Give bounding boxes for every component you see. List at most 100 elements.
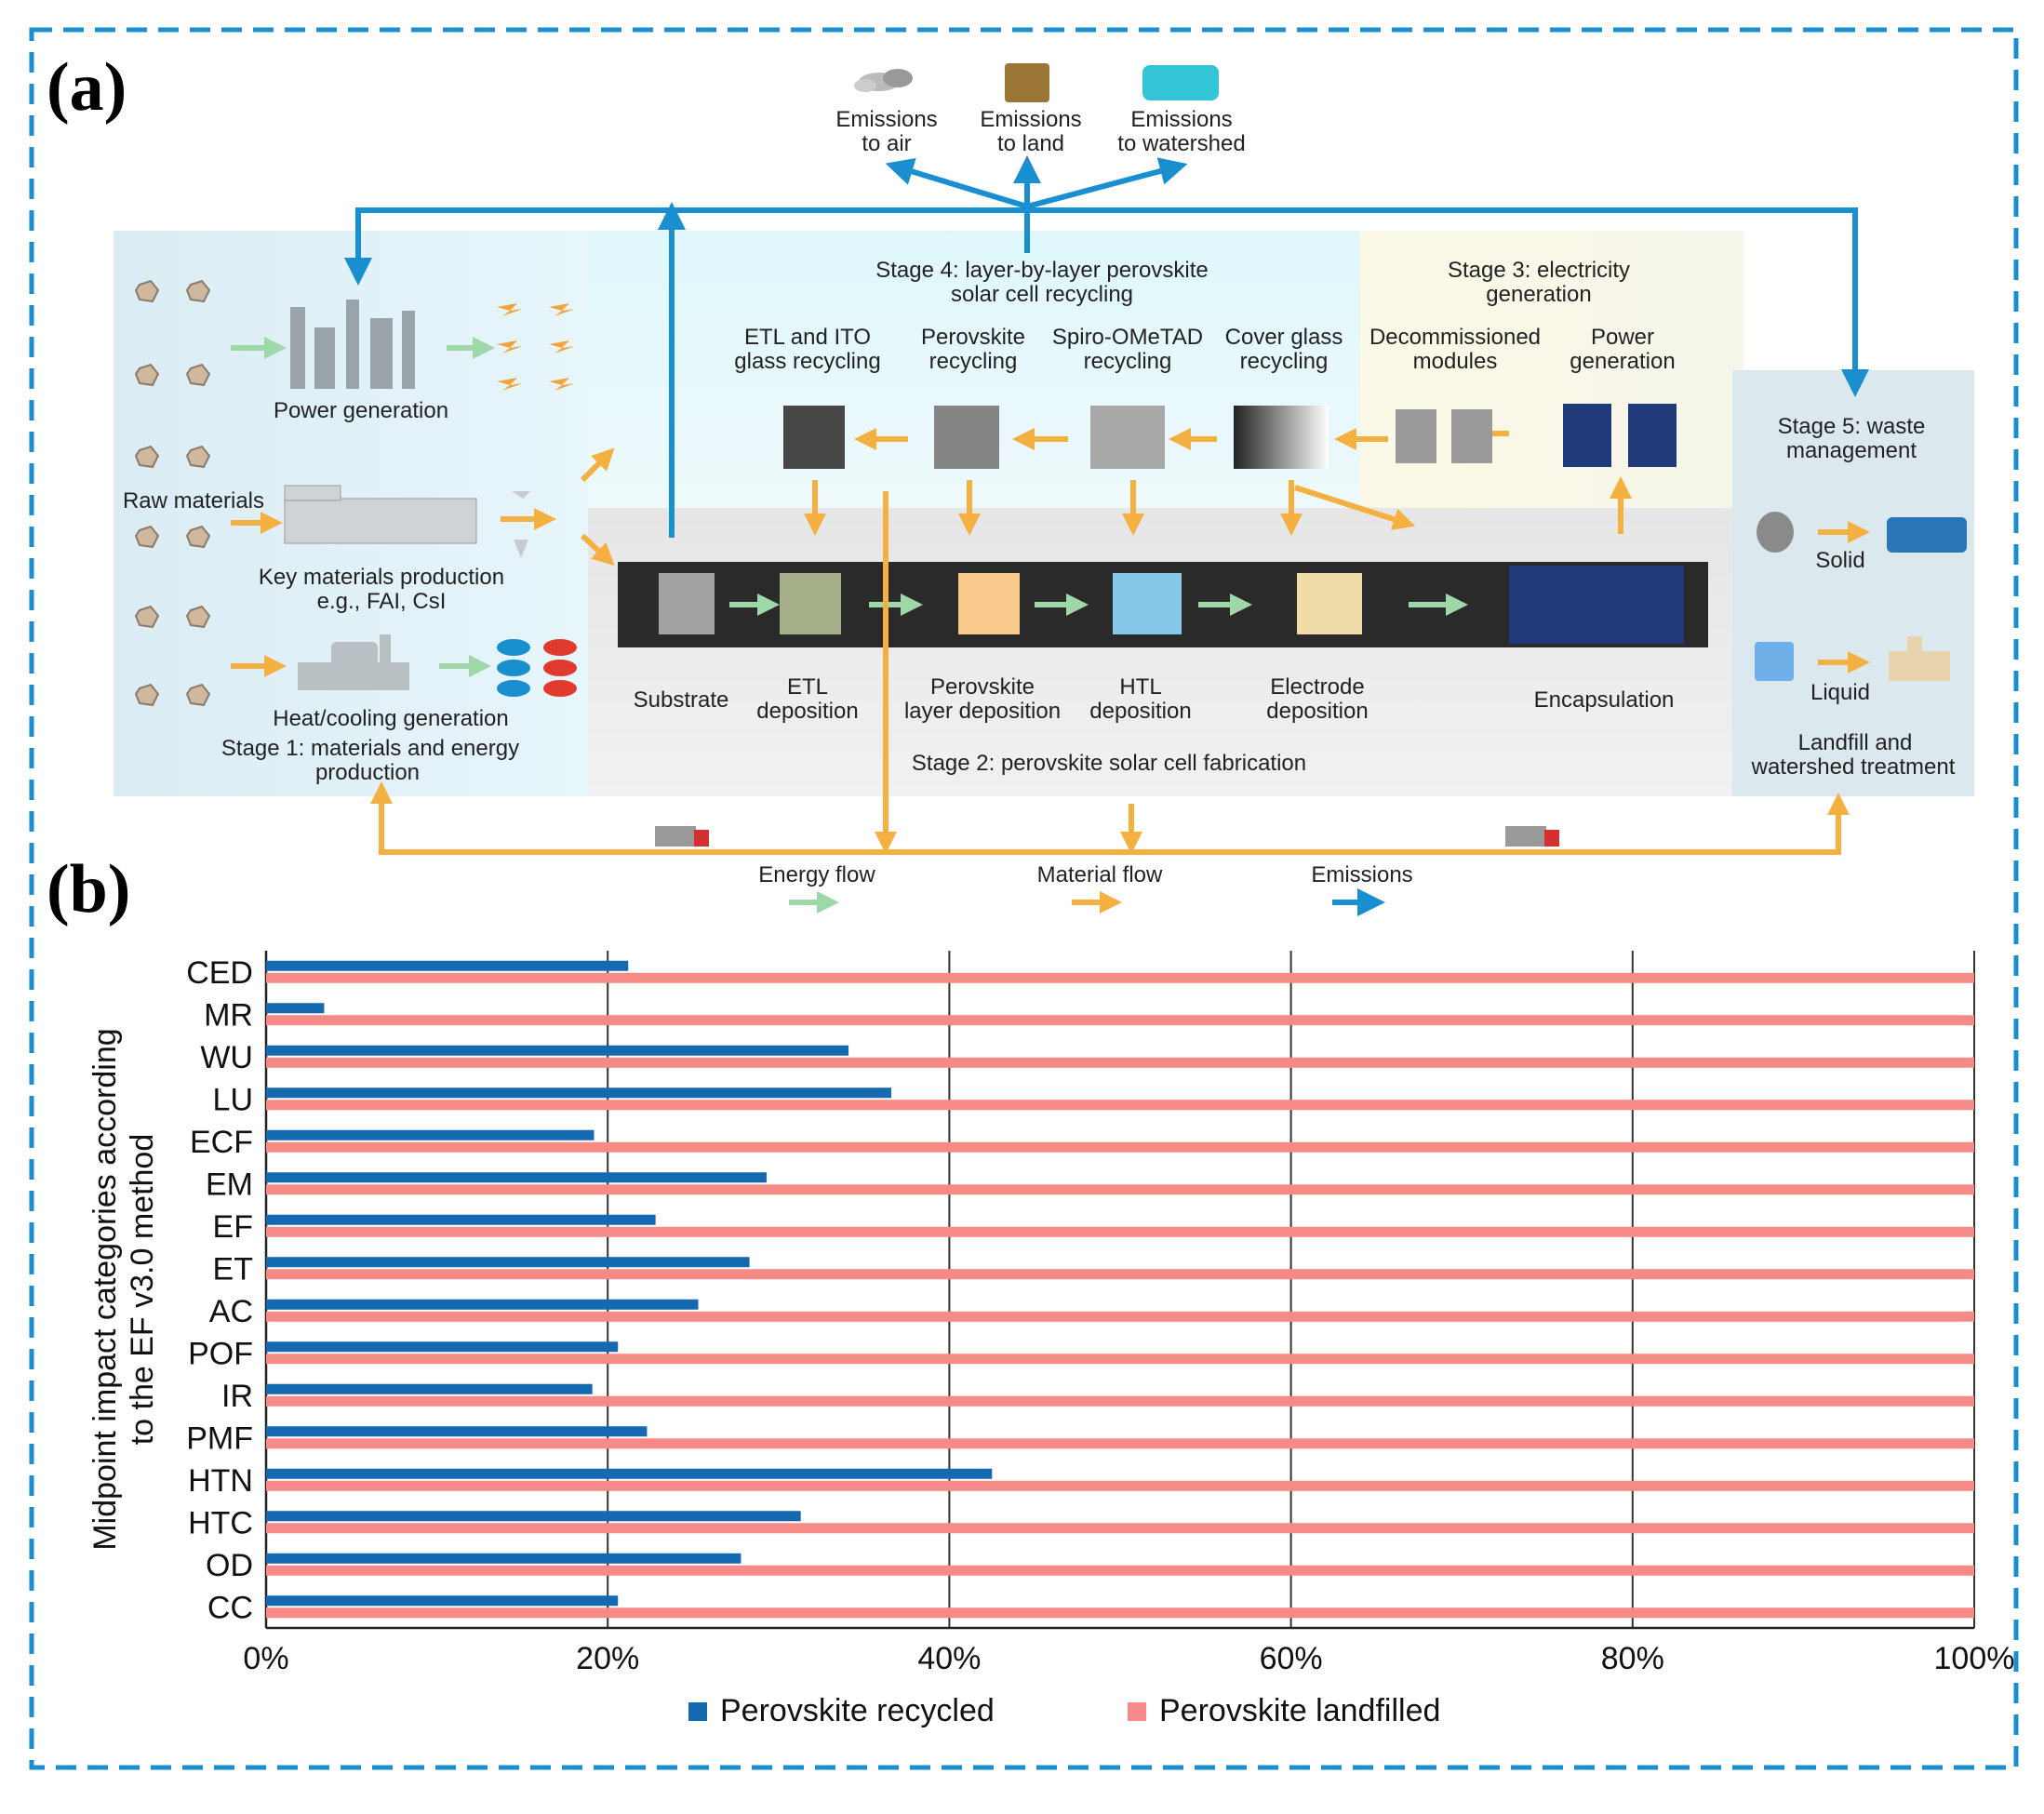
bar-landfilled xyxy=(266,1269,1974,1280)
panel-b-letter: (b) xyxy=(47,851,130,927)
bar-recycled xyxy=(266,1172,767,1183)
y-tick-label: PMF xyxy=(186,1421,253,1456)
power-plant-icon xyxy=(290,300,415,389)
bar-landfilled xyxy=(266,1226,1974,1237)
truck-icon-1 xyxy=(655,826,709,847)
spiro-layer-icon xyxy=(1090,406,1165,469)
bar-landfilled xyxy=(266,972,1974,983)
bar-landfilled xyxy=(266,1184,1974,1195)
bar-landfilled xyxy=(266,1100,1974,1111)
y-tick-label: HTN xyxy=(188,1463,253,1499)
bar-landfilled xyxy=(266,1395,1974,1407)
y-tick-label: ECF xyxy=(190,1125,253,1160)
stage5-background xyxy=(1732,370,1974,796)
bar-recycled xyxy=(266,1214,656,1225)
bar-landfilled xyxy=(266,1311,1974,1322)
bar-landfilled xyxy=(266,1354,1974,1365)
solid-treatment-icon xyxy=(1887,517,1967,553)
emissions-air-icon xyxy=(854,69,913,92)
cover-glass-layer-icon xyxy=(1234,406,1329,469)
y-axis-label: Midpoint impact categories according xyxy=(87,1028,123,1550)
legend-label-landfilled: Perovskite landfilled xyxy=(1159,1693,1440,1728)
x-tick-label: 20% xyxy=(576,1641,639,1676)
emissions-flow-lines xyxy=(344,155,1869,538)
step-substrate-label: Substrate xyxy=(634,687,729,713)
emissions-legend-label: Emissions xyxy=(1311,862,1412,887)
bar-landfilled xyxy=(266,1015,1974,1026)
y-tick-label: POF xyxy=(188,1336,253,1371)
bar-recycled xyxy=(266,1003,325,1014)
heat-cooling-drops-icon xyxy=(497,639,577,697)
stage2-title: Stage 2: perovskite solar cell fabricati… xyxy=(912,751,1306,776)
x-tick-label: 80% xyxy=(1601,1641,1664,1676)
substrate-sample xyxy=(659,573,715,634)
truck-icon-2 xyxy=(1505,826,1559,847)
bar-recycled xyxy=(266,1129,594,1140)
y-tick-label: IR xyxy=(221,1379,253,1414)
emissions-land-icon xyxy=(1005,63,1049,102)
y-tick-label: HTC xyxy=(188,1505,253,1541)
bar-landfilled xyxy=(266,1480,1974,1491)
electricity-icons xyxy=(497,303,575,391)
y-tick-label: OD xyxy=(206,1548,253,1583)
y-tick-label: EF xyxy=(213,1209,253,1245)
y-tick-label: MR xyxy=(204,997,253,1033)
bar-recycled xyxy=(266,1045,849,1056)
bar-recycled xyxy=(266,1257,750,1268)
bar-landfilled xyxy=(266,1141,1974,1153)
panel-b: (b) 0%20%40%60%80%100%CEDMRWULUECFEMEFET… xyxy=(47,851,2014,1728)
step-encapsulation-label: Encapsulation xyxy=(1534,687,1675,713)
y-tick-label: EM xyxy=(206,1167,253,1202)
y-tick-label: CED xyxy=(186,955,253,991)
raw-materials-label: Raw materials xyxy=(123,488,264,514)
solid-waste-icon xyxy=(1757,512,1794,553)
bar-landfilled xyxy=(266,1438,1974,1449)
heat-cooling-label: Heat/cooling generation xyxy=(273,706,509,731)
bar-recycled xyxy=(266,1595,619,1607)
bar-recycled xyxy=(266,1468,993,1479)
y-tick-label: AC xyxy=(209,1294,253,1329)
perovskite-sample xyxy=(958,573,1020,634)
x-tick-label: 40% xyxy=(917,1641,981,1676)
emissions-water-icon xyxy=(1142,65,1219,100)
stage4-arrows xyxy=(804,422,1632,536)
heat-cooling-plant-icon xyxy=(298,634,409,690)
etl-ito-layer-icon xyxy=(783,406,845,469)
y-tick-label: CC xyxy=(207,1590,253,1625)
etl-sample xyxy=(780,573,841,634)
bar-landfilled xyxy=(266,1523,1974,1534)
bar-recycled xyxy=(266,960,629,971)
y-axis-label: to the EF v3.0 method xyxy=(125,1134,160,1446)
liquid-label: Liquid xyxy=(1810,680,1870,705)
y-tick-label: LU xyxy=(213,1082,253,1117)
bar-recycled xyxy=(266,1341,619,1353)
stage1-arrows xyxy=(231,337,615,677)
bar-recycled xyxy=(266,1383,593,1394)
legend-swatch-recycled xyxy=(688,1702,707,1721)
perovskite-layer-icon xyxy=(934,406,999,469)
htl-sample xyxy=(1113,573,1182,634)
solar-panels-icon xyxy=(1563,404,1677,467)
decommissioned-modules-icon xyxy=(1396,409,1492,463)
legend-label-recycled: Perovskite recycled xyxy=(720,1693,995,1728)
lab-flask-icon xyxy=(512,491,530,558)
x-tick-label: 0% xyxy=(243,1641,288,1676)
